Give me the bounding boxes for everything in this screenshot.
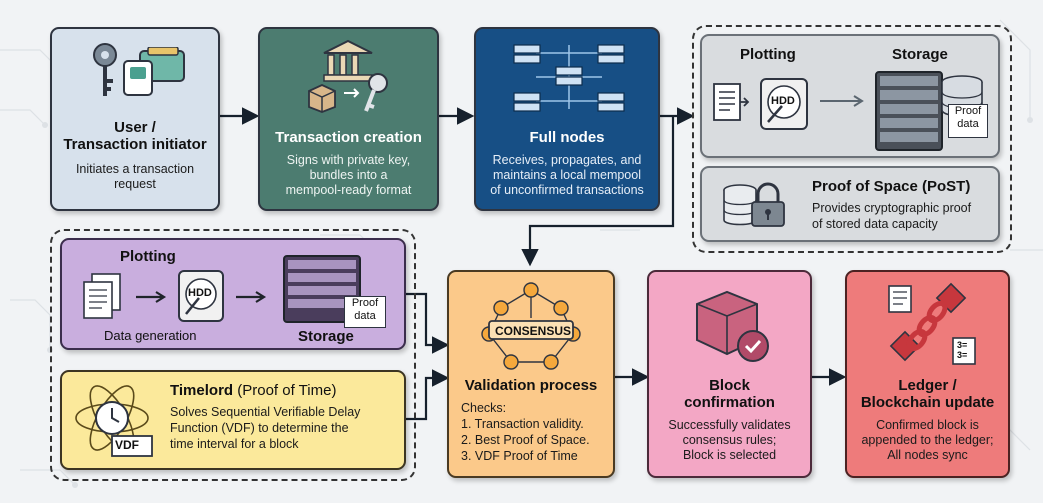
proof-of-space-panel xyxy=(692,25,1012,253)
timelord-card: VDF Timelord (Proof of Time) Solves Sequ… xyxy=(60,370,406,470)
consensus-network-icon xyxy=(481,282,581,370)
arrow-right-icon xyxy=(820,95,864,107)
transaction-creation-title: Transaction creation xyxy=(275,129,422,146)
chain-blocks-icon xyxy=(888,282,976,365)
validation-title: Validation process xyxy=(464,377,598,394)
document-icon xyxy=(83,273,121,319)
wallet-icon xyxy=(123,47,185,96)
ledger-title: Ledger /Blockchain update xyxy=(860,377,995,412)
consensus-label: CONSENSUS xyxy=(494,324,571,338)
server-rack-icon xyxy=(875,71,943,151)
timelord-title-bold: Timelord xyxy=(170,382,234,399)
package-icon xyxy=(308,84,336,113)
timelord-title: Timelord (Proof of Time) xyxy=(170,382,336,399)
proof-of-space-subcard: Proof of Space (PoST) Provides cryptogra… xyxy=(700,166,1000,242)
plotting-timelord-panel xyxy=(50,229,416,481)
plotting-title: Plotting xyxy=(120,248,176,265)
vdf-label: VDF xyxy=(115,438,139,452)
key-icon xyxy=(93,43,117,96)
ledger-doc-label: 3=3= xyxy=(957,340,968,360)
box-check-icon xyxy=(696,290,769,362)
full-nodes-title: Full nodes xyxy=(529,129,605,146)
arrow-right-icon xyxy=(236,291,267,303)
server-rack-icon xyxy=(283,255,361,323)
hdd-label: HDD xyxy=(771,95,795,107)
arrow-right-icon xyxy=(136,291,167,303)
key-icon xyxy=(344,73,388,112)
server-network-icon xyxy=(513,44,625,112)
hdd-icon xyxy=(760,78,808,130)
user-card: User /Transaction initiator Initiates a … xyxy=(50,27,220,211)
bank-icon xyxy=(323,39,373,82)
validation-checks: Checks: 1. Transaction validity. 2. Best… xyxy=(461,401,590,463)
padlock-icon xyxy=(751,182,785,227)
proof-of-space-title: Proof of Space (PoST) xyxy=(812,178,971,195)
timelord-title-rest: (Proof of Time) xyxy=(233,382,337,399)
document-icon xyxy=(713,83,750,121)
user-title: User /Transaction initiator xyxy=(63,119,207,154)
transaction-creation-card: Transaction creation Signs with private … xyxy=(258,27,439,211)
storage-label: Storage xyxy=(892,46,948,63)
hdd-icon xyxy=(178,270,224,322)
database-icon xyxy=(723,184,757,226)
validation-process-card: CONSENSUS Validation process Checks: 1. … xyxy=(447,270,615,478)
data-generation-label: Data generation xyxy=(104,328,197,343)
ledger-update-card: 3=3= Ledger /Blockchain update Confirmed… xyxy=(845,270,1010,478)
hdd-label: HDD xyxy=(188,287,212,299)
storage-label: Storage xyxy=(298,328,354,345)
clock-atom-icon xyxy=(75,385,153,457)
plotting-label: Plotting xyxy=(740,46,796,63)
